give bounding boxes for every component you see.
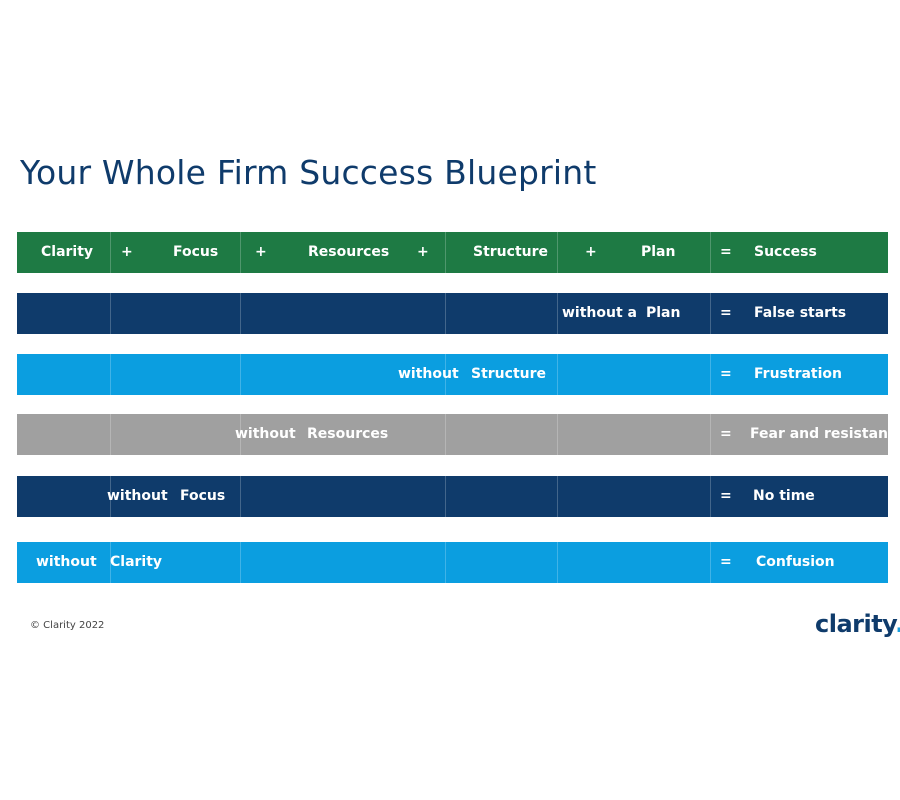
- without-label: without: [107, 488, 168, 504]
- plus-sign: +: [255, 244, 267, 260]
- row-without-structure: without Structure = Frustration: [17, 354, 888, 395]
- logo-dot: .: [895, 610, 900, 638]
- equals-sign: =: [720, 488, 732, 504]
- result-no-time: No time: [753, 488, 815, 504]
- without-label: without: [398, 366, 459, 382]
- plus-sign: +: [585, 244, 597, 260]
- missing-item-resources: Resources: [307, 426, 389, 442]
- row-without-plan: without a Plan = False starts: [17, 293, 888, 334]
- clarity-logo: clarity.: [815, 610, 900, 638]
- label-structure: Structure: [473, 244, 549, 260]
- equals-sign: =: [720, 366, 732, 382]
- row-without-clarity: without Clarity = Confusion: [17, 542, 888, 583]
- plus-sign: +: [121, 244, 133, 260]
- result-false-starts: False starts: [754, 305, 847, 321]
- copyright-text: © Clarity 2022: [30, 620, 105, 631]
- label-clarity: Clarity: [41, 244, 94, 260]
- equals-sign: =: [720, 305, 732, 321]
- page-title: Your Whole Firm Success Blueprint: [20, 153, 597, 192]
- equals-sign: =: [720, 244, 732, 260]
- row-without-focus: without Focus = No time: [17, 476, 888, 517]
- missing-item-clarity: Clarity: [110, 554, 163, 570]
- plus-sign: +: [417, 244, 429, 260]
- equals-sign: =: [720, 426, 732, 442]
- result-success: Success: [754, 244, 817, 260]
- logo-text: clarity: [815, 610, 896, 638]
- label-focus: Focus: [173, 244, 219, 260]
- result-fear-and-resistance: Fear and resistance: [750, 426, 900, 442]
- without-label: without: [36, 554, 97, 570]
- without-label: without a: [562, 305, 637, 321]
- result-confusion: Confusion: [756, 554, 835, 570]
- result-frustration: Frustration: [754, 366, 842, 382]
- missing-item-focus: Focus: [180, 488, 226, 504]
- row-success: Clarity + Focus + Resources + Structure …: [17, 232, 888, 273]
- missing-item-plan: Plan: [646, 305, 681, 321]
- label-plan: Plan: [641, 244, 676, 260]
- without-label: without: [235, 426, 296, 442]
- row-without-resources: without Resources = Fear and resistance: [17, 414, 900, 455]
- missing-item-structure: Structure: [471, 366, 547, 382]
- label-resources: Resources: [308, 244, 390, 260]
- equals-sign: =: [720, 554, 732, 570]
